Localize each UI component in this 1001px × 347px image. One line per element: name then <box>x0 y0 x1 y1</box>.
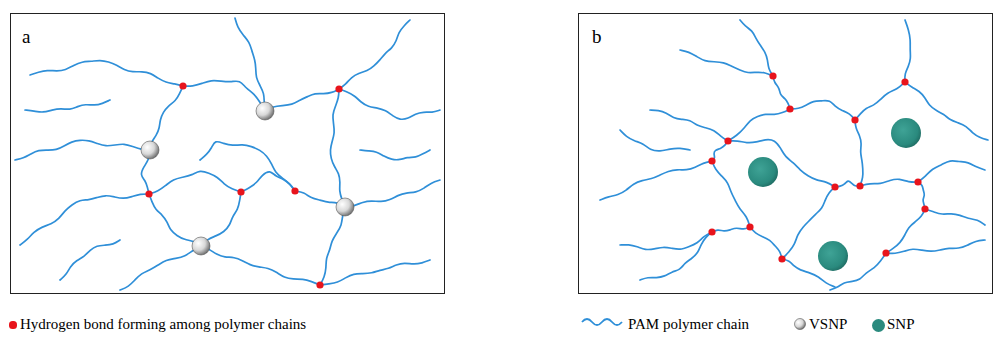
polymer-chain <box>150 86 183 150</box>
polymer-chain <box>620 130 690 151</box>
polymer-chain <box>860 179 918 186</box>
hydrogen-bond-dot <box>724 137 731 144</box>
polymer-chain <box>15 140 150 160</box>
polymer-chain <box>330 89 345 207</box>
polymer-chain <box>235 18 265 111</box>
polymer-network <box>15 18 988 290</box>
panel-frame <box>11 14 445 294</box>
polymer-chain <box>855 120 863 186</box>
hydrogen-bond-dot <box>778 255 785 262</box>
polymer-chain <box>339 89 440 119</box>
legend-text: PAM polymer chain <box>628 314 749 334</box>
hydrogen-bond-dot <box>708 228 715 235</box>
hydrogen-bond-dot <box>831 183 838 190</box>
polymer-chain <box>918 161 985 182</box>
snp-particle <box>818 241 848 271</box>
legend-text: Hydrogen bond forming among polymer chai… <box>20 314 306 334</box>
legend-swatch <box>9 321 16 328</box>
hydrogen-bond-dot <box>901 78 908 85</box>
polymer-chain <box>680 50 773 76</box>
hydrogen-bond-dot <box>921 205 928 212</box>
polymer-chain <box>790 101 855 120</box>
hydrogen-bond-dot <box>335 85 342 92</box>
polymer-chain <box>620 232 712 250</box>
polymer-chain <box>773 76 790 109</box>
polymer-chain <box>600 161 712 200</box>
polymer-chain <box>740 20 773 76</box>
hydrogen-bond-dot <box>786 105 793 112</box>
polymer-chain <box>201 246 320 285</box>
polymer-chain <box>149 171 241 194</box>
polymer-chain <box>339 20 410 89</box>
polymer-chain <box>345 180 440 207</box>
hydrogen-bond-dot <box>291 187 298 194</box>
chain-sample <box>582 319 622 325</box>
vsnp-particle <box>192 237 210 255</box>
vsnp-particle <box>256 102 274 120</box>
vsnp-sample <box>795 319 806 330</box>
polymer-chain <box>120 246 201 290</box>
polymer-chain <box>320 207 345 285</box>
hydrogen-bond-dot <box>145 190 152 197</box>
hydrogen-bond-dot <box>769 72 776 79</box>
legend-swatch <box>872 319 885 332</box>
polymer-chain <box>149 194 201 246</box>
hydrogen-bond-dot <box>316 281 323 288</box>
polymer-chain <box>25 100 110 112</box>
hydrogen-bond-dot <box>856 182 863 189</box>
panel-letter: b <box>592 26 602 48</box>
polymer-chain <box>918 182 925 209</box>
polymer-chain <box>835 181 860 187</box>
polymer-chain <box>60 240 120 280</box>
polymer-chain <box>360 150 430 160</box>
polymer-chain <box>712 161 750 227</box>
hydrogen-bond-dot <box>179 82 186 89</box>
legend-text: SNP <box>887 314 915 334</box>
panel-frame <box>579 14 993 294</box>
polymer-chain <box>265 89 339 111</box>
hydrogen-bond-dot <box>746 223 753 230</box>
polymer-chain <box>728 109 790 141</box>
polymer-chain <box>728 140 835 187</box>
hydrogen-bond-dot <box>708 157 715 164</box>
particles <box>141 72 929 288</box>
panel-letter: a <box>22 26 30 48</box>
polymer-chain <box>712 227 750 232</box>
vsnp-particle <box>336 198 354 216</box>
polymer-chain <box>886 209 925 253</box>
polymer-chain <box>30 61 183 86</box>
polymer-chain <box>20 194 149 245</box>
hydrogen-bond-dot <box>914 178 921 185</box>
polymer-chain <box>320 260 430 285</box>
polymer-chain <box>712 141 728 161</box>
polymer-chain <box>925 209 985 225</box>
polymer-chain <box>905 20 911 82</box>
polymer-chain <box>183 81 265 111</box>
hydrogen-bond-dot <box>237 188 244 195</box>
polymer-chain <box>640 232 712 280</box>
polymer-chain <box>200 142 295 191</box>
snp-particle <box>748 157 778 187</box>
hydrogen-bond-dot <box>882 249 889 256</box>
polymer-chain <box>750 227 782 259</box>
polymer-chain <box>201 192 241 246</box>
vsnp-particle <box>141 141 159 159</box>
legend-text: VSNP <box>809 314 847 334</box>
hydrogen-bond-dot <box>851 116 858 123</box>
polymer-chain <box>650 110 728 141</box>
snp-particle <box>891 118 921 148</box>
polymer-chain <box>886 240 985 253</box>
polymer-chain <box>855 82 905 120</box>
